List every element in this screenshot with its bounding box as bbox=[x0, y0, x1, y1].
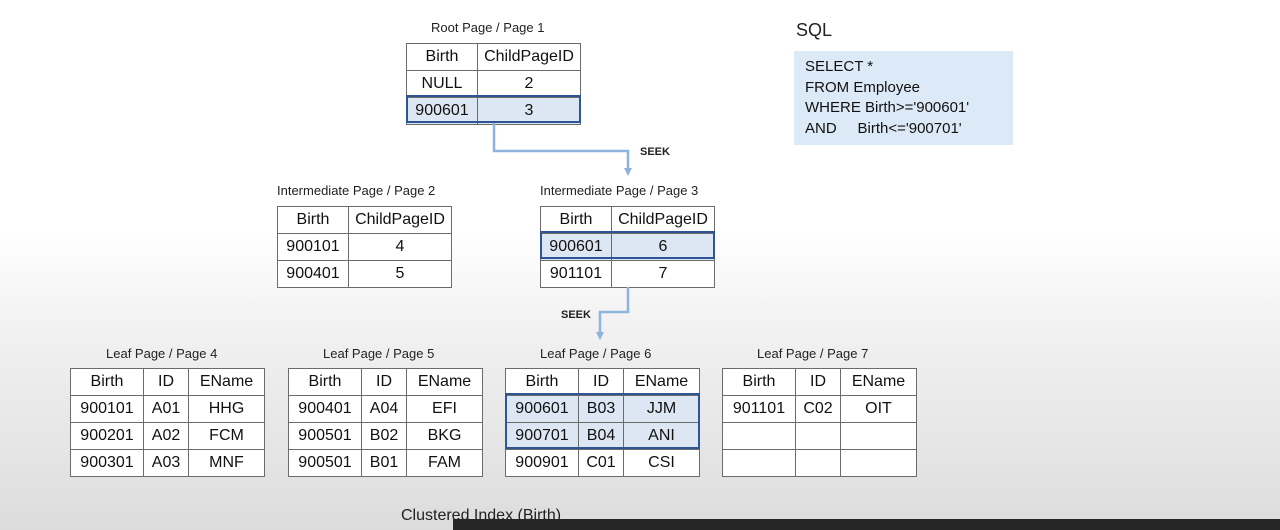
table-row: NULL 2 bbox=[406, 70, 581, 98]
table-cell: A01 bbox=[143, 395, 189, 423]
table-cell: 6 bbox=[611, 233, 715, 261]
table-row: 901101 7 bbox=[540, 260, 715, 288]
leaf-page-7-table: Birth ID EName 901101 C02 OIT bbox=[722, 368, 917, 477]
table-row: 900101 A01 HHG bbox=[70, 395, 265, 423]
table-cell: 900101 bbox=[70, 395, 144, 423]
table-cell: A03 bbox=[143, 449, 189, 477]
column-header: ID bbox=[795, 368, 841, 396]
column-header: ID bbox=[361, 368, 407, 396]
leaf-highlight-outline bbox=[505, 393, 700, 449]
leaf-page-6-table: Birth ID EName 900601 B03 JJM 900701 B04… bbox=[505, 368, 700, 477]
seek-arrow-root-to-intermediate bbox=[492, 123, 632, 176]
leaf-page-5-table: Birth ID EName 900401 A04 EFI 900501 B02… bbox=[288, 368, 483, 477]
column-header: ChildPageID bbox=[611, 206, 715, 234]
column-header: ChildPageID bbox=[477, 43, 581, 71]
table-header-row: Birth ID EName bbox=[288, 368, 483, 396]
video-progress-bar bbox=[453, 519, 1280, 530]
table-row-highlighted: 900601 3 bbox=[406, 97, 581, 125]
table-row: 900301 A03 MNF bbox=[70, 449, 265, 477]
sql-line: AND Birth<='900701' bbox=[805, 119, 962, 137]
seek-label: SEEK bbox=[640, 146, 670, 158]
leaf-page-4-caption: Leaf Page / Page 4 bbox=[106, 346, 218, 361]
table-row-highlighted: 900601 B03 JJM bbox=[505, 395, 700, 423]
table-row: 901101 C02 OIT bbox=[722, 395, 917, 423]
intermediate-highlight-outline bbox=[540, 231, 715, 259]
root-page-caption: Root Page / Page 1 bbox=[431, 20, 545, 35]
table-cell: B03 bbox=[578, 395, 624, 423]
table-cell: 900301 bbox=[70, 449, 144, 477]
leaf-page-6-caption: Leaf Page / Page 6 bbox=[540, 346, 652, 361]
table-cell: 900901 bbox=[505, 449, 579, 477]
sql-line: WHERE Birth>='900601' bbox=[805, 99, 970, 116]
table-cell: C02 bbox=[795, 395, 841, 423]
sql-query-box: SELECT * FROM Employee WHERE Birth>='900… bbox=[794, 51, 1013, 145]
leaf-page-7-caption: Leaf Page / Page 7 bbox=[757, 346, 869, 361]
table-cell: FCM bbox=[188, 422, 265, 450]
table-header-row: Birth ChildPageID bbox=[540, 206, 715, 234]
column-header: Birth bbox=[277, 206, 349, 234]
table-row-empty bbox=[722, 422, 917, 450]
table-cell: B02 bbox=[361, 422, 407, 450]
table-cell: FAM bbox=[406, 449, 483, 477]
table-header-row: Birth ChildPageID bbox=[406, 43, 581, 71]
table-cell bbox=[795, 449, 841, 477]
seek-arrow-intermediate-to-leaf bbox=[596, 287, 630, 340]
table-cell: CSI bbox=[623, 449, 700, 477]
table-cell: C01 bbox=[578, 449, 624, 477]
table-cell: 900401 bbox=[277, 260, 349, 288]
sql-title: SQL bbox=[796, 20, 833, 40]
table-cell: B01 bbox=[361, 449, 407, 477]
sql-line: FROM Employee bbox=[805, 78, 921, 96]
table-cell bbox=[795, 422, 841, 450]
intermediate-page-3-table: Birth ChildPageID 900601 6 901101 7 bbox=[540, 206, 715, 288]
table-header-row: Birth ChildPageID bbox=[277, 206, 452, 234]
table-cell: HHG bbox=[188, 395, 265, 423]
intermediate-page-2-caption: Intermediate Page / Page 2 bbox=[277, 183, 436, 198]
column-header: Birth bbox=[505, 368, 579, 396]
table-header-row: Birth ID EName bbox=[722, 368, 917, 396]
table-row: 900901 C01 CSI bbox=[505, 449, 700, 477]
intermediate-page-2-table: Birth ChildPageID 900101 4 900401 5 bbox=[277, 206, 452, 288]
table-cell: 900701 bbox=[505, 422, 579, 450]
table-cell: 900601 bbox=[406, 97, 478, 125]
intermediate-page-3-caption: Intermediate Page / Page 3 bbox=[540, 183, 699, 198]
table-cell: 7 bbox=[611, 260, 715, 288]
root-highlight-outline bbox=[406, 95, 581, 123]
table-row: 900401 A04 EFI bbox=[288, 395, 483, 423]
column-header: ID bbox=[143, 368, 189, 396]
table-cell: 900101 bbox=[277, 233, 349, 261]
table-cell: NULL bbox=[406, 70, 478, 98]
sql-line: SELECT * bbox=[805, 58, 874, 75]
table-cell: EFI bbox=[406, 395, 483, 423]
seek-label: SEEK bbox=[561, 309, 591, 321]
table-cell: 900501 bbox=[288, 449, 362, 477]
table-cell: OIT bbox=[840, 395, 917, 423]
table-cell: ANI bbox=[623, 422, 700, 450]
table-cell: A04 bbox=[361, 395, 407, 423]
table-cell bbox=[840, 422, 917, 450]
table-cell: MNF bbox=[188, 449, 265, 477]
column-header: EName bbox=[406, 368, 483, 396]
table-header-row: Birth ID EName bbox=[505, 368, 700, 396]
leaf-page-5-caption: Leaf Page / Page 5 bbox=[323, 346, 435, 361]
table-row: 900201 A02 FCM bbox=[70, 422, 265, 450]
column-header: EName bbox=[840, 368, 917, 396]
leaf-page-4-table: Birth ID EName 900101 A01 HHG 900201 A02… bbox=[70, 368, 265, 477]
table-row: 900401 5 bbox=[277, 260, 452, 288]
table-row: 900501 B01 FAM bbox=[288, 449, 483, 477]
table-cell: 900401 bbox=[288, 395, 362, 423]
column-header: Birth bbox=[722, 368, 796, 396]
table-row-highlighted: 900701 B04 ANI bbox=[505, 422, 700, 450]
table-header-row: Birth ID EName bbox=[70, 368, 265, 396]
table-cell bbox=[840, 449, 917, 477]
table-cell: B04 bbox=[578, 422, 624, 450]
table-cell: 3 bbox=[477, 97, 581, 125]
root-page-table: Birth ChildPageID NULL 2 900601 3 bbox=[406, 43, 581, 125]
table-cell: JJM bbox=[623, 395, 700, 423]
table-row-empty bbox=[722, 449, 917, 477]
table-cell: 5 bbox=[348, 260, 452, 288]
column-header: EName bbox=[188, 368, 265, 396]
